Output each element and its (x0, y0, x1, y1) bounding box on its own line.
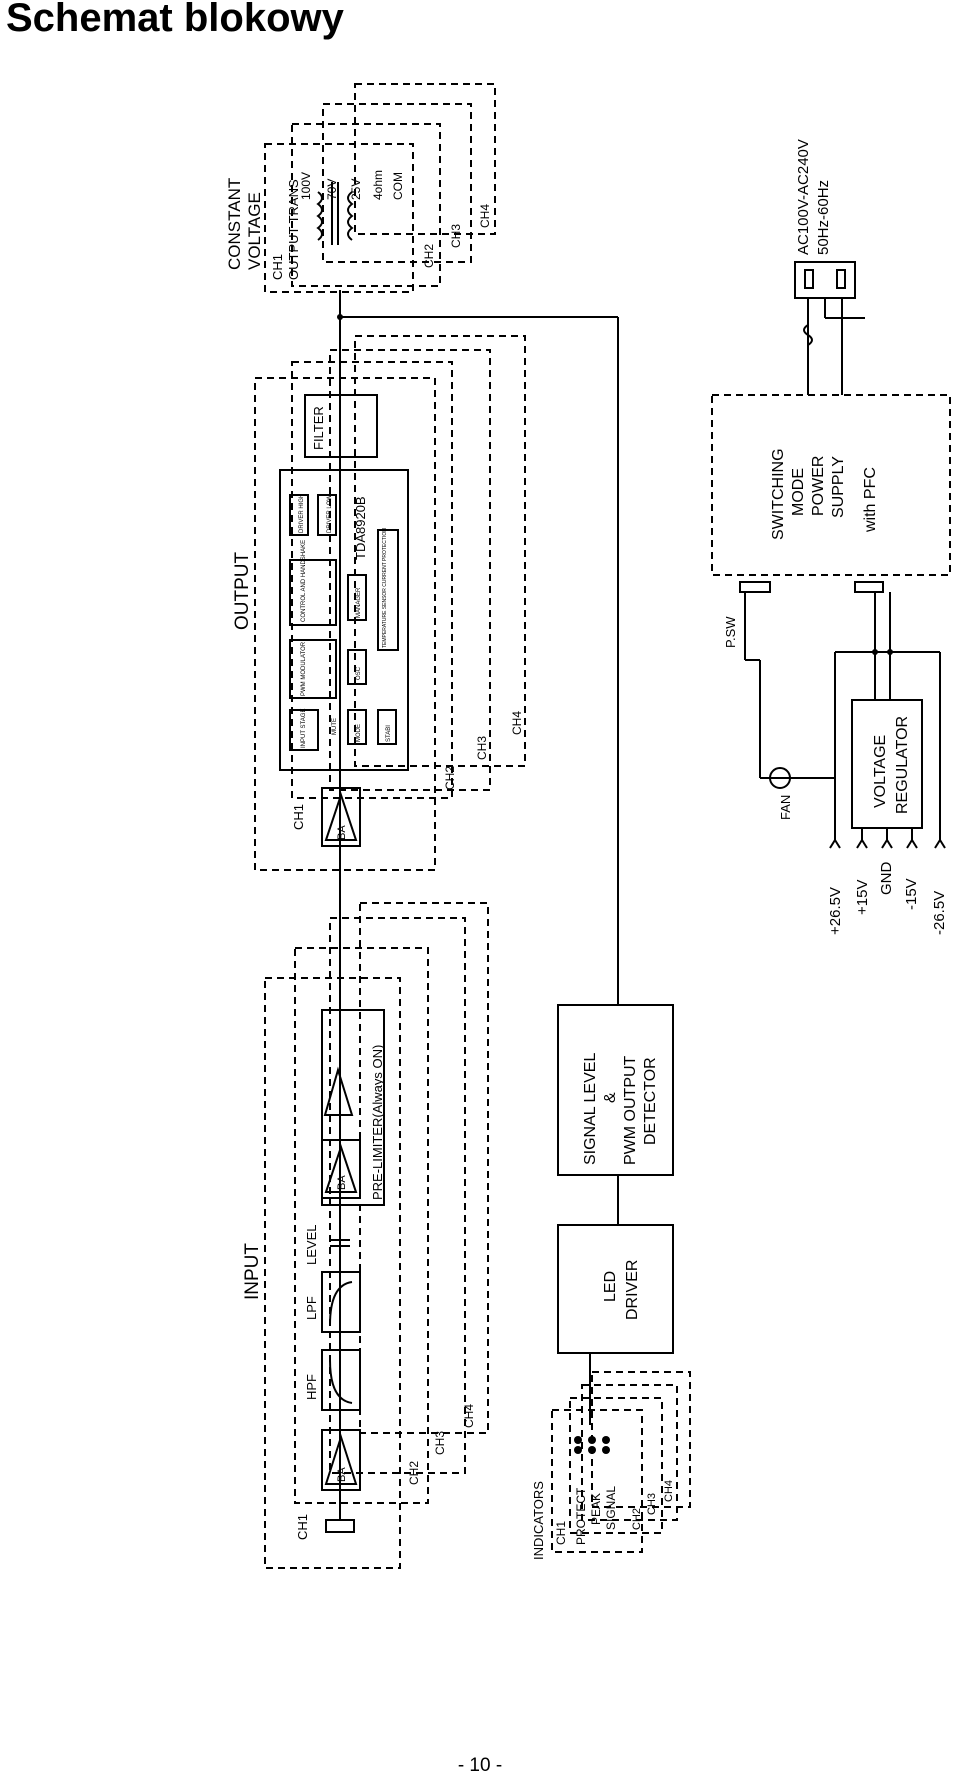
cv-tap-4ohm: 4ohm (371, 170, 385, 200)
indicator-peak: PEAK (589, 1493, 603, 1525)
fuse-icon (803, 324, 813, 346)
detector-line-1: SIGNAL LEVEL (582, 1053, 599, 1165)
output-title: OUTPUT (232, 552, 253, 631)
led-driver-line-1: LED (602, 1271, 619, 1302)
output-ba-label: BA (336, 825, 348, 840)
indicators-ch3: CH3 (646, 1493, 658, 1515)
chip-name: TDA8920B (353, 496, 368, 560)
mains-voltage: AC100V-AC240V (795, 139, 812, 255)
cv-trans-1: CH1 (270, 254, 285, 280)
rail-minus-15v: -15V (903, 878, 920, 910)
indicators-section: INDICATORS CH1 PROTECT PEAK SIGNAL CH2 C… (531, 1371, 691, 1560)
chip-manager: MANAGER (356, 587, 362, 618)
input-ba-label: BA (336, 1467, 348, 1482)
cv-trans-2: OUTPUT TRANS (286, 179, 301, 280)
smps-line-5: with PFC (862, 467, 879, 533)
rail-plus-15v: +15V (854, 880, 871, 915)
indicators-title: INDICATORS (531, 1481, 546, 1560)
power-supply-section: AC100V-AC240V 50Hz-60Hz SWITCHING MODE P… (711, 139, 951, 935)
input-ch1: CH1 (295, 1514, 310, 1540)
hpf-label: HPF (304, 1374, 319, 1400)
input-ch2: CH2 (407, 1461, 421, 1485)
output-transformer-icon (316, 182, 354, 245)
regulator-line-2: REGULATOR (894, 716, 911, 814)
indicators-ch4: CH4 (663, 1480, 675, 1502)
led-driver-line-2: DRIVER (624, 1260, 641, 1320)
smps-line-1: SWITCHING (770, 448, 787, 540)
chip-mute: MUTE (332, 718, 338, 735)
smps-line-2: MODE (790, 468, 807, 516)
input-section: INPUT PRE-LIMITER(Always ON) BA LEVEL LP… (242, 902, 489, 1569)
cv-ch4: CH4 (478, 204, 492, 228)
page-number: - 10 - (457, 1755, 503, 1776)
output-ba-block (321, 787, 361, 847)
indicator-signal: SIGNAL (604, 1486, 618, 1530)
indicators-ch1: CH1 (554, 1521, 568, 1545)
smps-block (711, 394, 951, 576)
pre-limiter-label: PRE-LIMITER(Always ON) (370, 1045, 385, 1200)
led-icons (574, 1436, 610, 1454)
led-driver-block: LED DRIVER (557, 1224, 674, 1354)
cv-ch2: CH2 (422, 244, 436, 268)
output-ch2: CH2 (443, 766, 457, 790)
filter-label: FILTER (311, 406, 326, 450)
rail-gnd: GND (878, 862, 895, 896)
fan-label: FAN (778, 795, 793, 820)
rail-minus-26v: -26.5V (931, 891, 948, 935)
cv-title-2: VOLTAGE (245, 192, 264, 270)
cv-tap-com: COM (391, 172, 405, 200)
detector-line-4: DETECTOR (642, 1057, 659, 1145)
cv-title-1: CONSTANT (225, 178, 244, 270)
smps-line-4: SUPPLY (830, 456, 847, 518)
filter-block (304, 394, 378, 458)
cv-ch3: CH3 (449, 224, 463, 248)
limiter-amp-icon (323, 1066, 354, 1116)
input-ba2-label: BA (336, 1175, 348, 1190)
psw-label: P.SW (723, 616, 738, 648)
indicator-protect: PROTECT (574, 1487, 588, 1545)
mains-frequency: 50Hz-60Hz (815, 180, 832, 255)
chip-mode: MODE (356, 724, 362, 742)
input-title: INPUT (242, 1243, 263, 1300)
page-title: Schemat blokowy (6, 0, 344, 40)
lpf-label: LPF (304, 1296, 319, 1320)
chip-input-stage: INPUT STAGE (301, 709, 307, 748)
smps-line-3: POWER (810, 456, 827, 516)
input-ch3: CH3 (433, 1431, 447, 1455)
chip-osc: OSC (356, 666, 362, 680)
chip-stabi: STABI (386, 725, 392, 742)
detector-line-2: & (602, 1092, 619, 1103)
rail-arrows (829, 838, 946, 849)
output-ch1: CH1 (291, 804, 306, 830)
indicators-ch2: CH2 (631, 1508, 643, 1530)
pre-limiter-block (321, 1009, 385, 1206)
chip-temp-sensor: TEMPERATURE SENSOR CURRENT PROTECTION (382, 528, 388, 648)
output-section: OUTPUT FILTER TDA8920B DRIVER HIGH DRIVE… (232, 335, 526, 871)
chip-driver-high: DRIVER HIGH (299, 494, 305, 533)
detector-line-3: PWM OUTPUT (622, 1055, 639, 1165)
input-ch4: CH4 (462, 1404, 476, 1428)
fan-icon (769, 767, 791, 789)
chip-pwm: PWM MODULATOR (301, 641, 307, 696)
tda8920b-chip (279, 469, 409, 771)
output-ch4: CH4 (510, 711, 524, 735)
chip-control: CONTROL AND HANDSHAKE (301, 540, 307, 622)
cv-tap-25v: 25V (349, 179, 363, 200)
cv-tap-100v: 100V (299, 172, 313, 200)
regulator-line-1: VOLTAGE (872, 735, 889, 808)
cv-tap-70v: 70V (325, 179, 339, 200)
output-ch3: CH3 (475, 736, 489, 760)
constant-voltage-section: CONSTANT VOLTAGE CH1 OUTPUT TRANS 100V 7… (225, 83, 496, 293)
input-connector-icon (325, 1519, 355, 1533)
chip-driver-low: DRIVER LOW (327, 495, 333, 533)
rail-plus-26v: +26.5V (827, 887, 844, 935)
level-label: LEVEL (304, 1225, 319, 1265)
signal-level-detector-block: SIGNAL LEVEL & PWM OUTPUT DETECTOR (557, 1004, 674, 1176)
